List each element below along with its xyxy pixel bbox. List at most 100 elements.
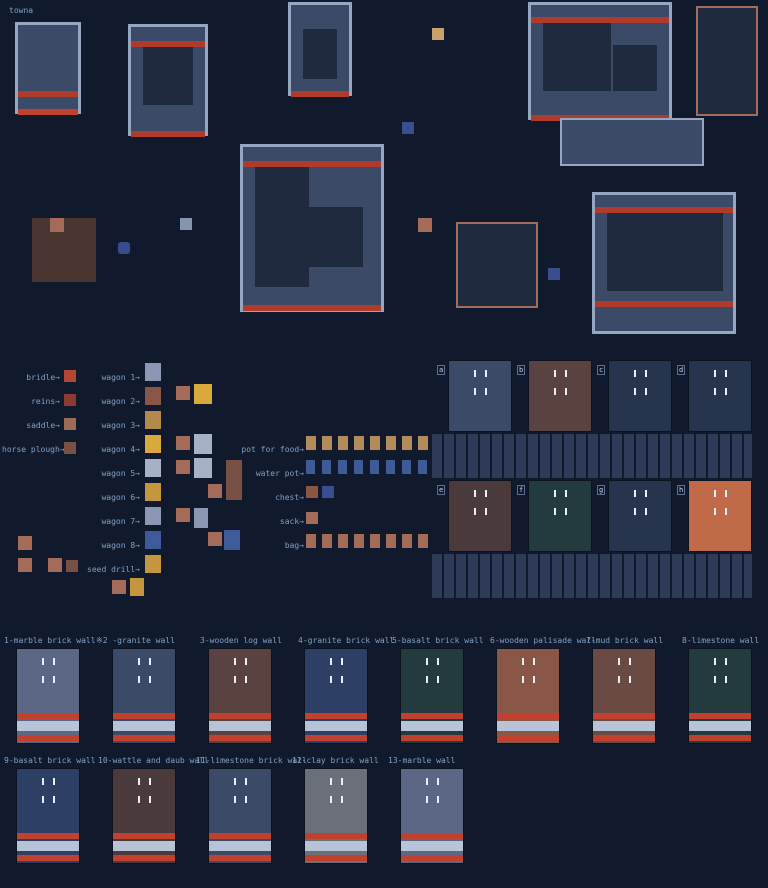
tile-letter-d: d	[677, 365, 686, 375]
wall-label-5: 5-basalt brick wall	[392, 636, 484, 645]
wall-label-1: 1-marble brick wall	[4, 636, 96, 645]
tile-letter-f: f	[517, 485, 526, 495]
window-slot	[634, 508, 636, 515]
window-slot	[629, 676, 631, 683]
window-slot	[138, 676, 140, 683]
window-slot	[725, 676, 727, 683]
window-slot	[714, 658, 716, 665]
wall-label-3: 3-wooden log wall	[200, 636, 282, 645]
deer-sprite-2	[418, 218, 432, 232]
wall-label-11: 11-limestone brick wall	[196, 756, 307, 765]
window-slot	[565, 370, 567, 377]
bag-sprites	[306, 534, 434, 548]
deer-sprite-3	[18, 536, 32, 550]
window-slot	[634, 370, 636, 377]
saddle-sprite	[64, 418, 76, 430]
window-slot	[138, 796, 140, 803]
window-slot	[149, 796, 151, 803]
window-slot	[53, 658, 55, 665]
window-slot	[485, 490, 487, 497]
villager-sprite-4	[548, 268, 560, 280]
window-slot	[245, 796, 247, 803]
window-slot	[565, 508, 567, 515]
window-slot	[565, 388, 567, 395]
wall-sample-10	[112, 768, 176, 864]
window-slot	[485, 508, 487, 515]
wall-label-13: 13-marble wall	[388, 756, 456, 765]
window-slot	[234, 796, 236, 803]
animal-pen	[456, 222, 538, 308]
deer-wagon-5	[176, 508, 190, 522]
chest-sprite	[306, 486, 318, 498]
window-slot	[533, 676, 535, 683]
window-slot	[474, 388, 476, 395]
villager-sprite-3	[432, 28, 444, 40]
deer-sprite	[50, 218, 64, 232]
reins-sprite	[64, 394, 76, 406]
label-wagon-1: wagon 1→	[101, 373, 140, 382]
label-wagon-4: wagon 4→	[101, 445, 140, 454]
window-slot	[714, 490, 716, 497]
window-slot	[330, 658, 332, 665]
tile-letter-g: g	[597, 485, 606, 495]
wall-label-9: 9-basalt brick wall	[4, 756, 96, 765]
wagon-2-sprite	[145, 387, 161, 405]
corridor	[560, 118, 704, 166]
cart-sprite-7	[130, 578, 144, 596]
wagon-7-sprite	[145, 507, 161, 525]
tile-letter-h: h	[677, 485, 686, 495]
wall-sample-1	[16, 648, 80, 744]
label-chest: chest→	[275, 493, 304, 502]
plough-sprite	[64, 442, 76, 454]
cart-sprite-1	[194, 384, 212, 404]
cart-sprite-5	[194, 508, 208, 528]
wagon-5-sprite	[145, 459, 161, 477]
window-slot	[42, 778, 44, 785]
window-slot	[634, 490, 636, 497]
window-slot	[522, 658, 524, 665]
villager-sprite	[118, 242, 130, 254]
window-slot	[485, 388, 487, 395]
wagon-4-sprite	[145, 435, 161, 453]
wall-sample-8	[688, 648, 752, 744]
deer-wagon-4	[208, 484, 222, 498]
window-slot	[437, 796, 439, 803]
tileset-b: b	[517, 360, 592, 432]
sack-sprite	[306, 512, 318, 524]
window-slot	[245, 676, 247, 683]
wagon-3-sprite	[145, 411, 161, 429]
cart-sprite-6	[224, 530, 240, 550]
wall-label-4: 4-granite brick wall	[298, 636, 395, 645]
wall-label-8: 8-limestone wall	[682, 636, 760, 645]
tileset-f: f	[517, 480, 592, 552]
deer-sprite-4	[18, 558, 32, 572]
window-slot	[426, 796, 428, 803]
label-wagon-6: wagon 6→	[101, 493, 140, 502]
deer-wagon-7	[112, 580, 126, 594]
label-wagon-5: wagon 5→	[101, 469, 140, 478]
wall-sample-13	[400, 768, 464, 864]
window-slot	[234, 658, 236, 665]
chest-keeper-sprite	[322, 486, 334, 498]
deer-wagon-2	[176, 436, 190, 450]
label-bridle: bridle→	[26, 373, 60, 382]
label-pot-food: pot for food→	[241, 445, 304, 454]
window-slot	[234, 778, 236, 785]
window-slot	[645, 490, 647, 497]
villager-sprite-2	[402, 122, 414, 134]
window-slot	[714, 370, 716, 377]
building-a	[15, 22, 81, 115]
window-slot	[618, 658, 620, 665]
window-slot	[522, 676, 524, 683]
window-slot	[725, 508, 727, 515]
wall-sample-7	[592, 648, 656, 744]
cart-sprite-3	[194, 458, 212, 478]
map-title: towna	[9, 6, 34, 15]
window-slot	[554, 490, 556, 497]
window-slot	[426, 676, 428, 683]
label-sack: sack→	[279, 517, 304, 526]
tile-letter-a: a	[437, 365, 446, 375]
window-slot	[565, 490, 567, 497]
window-slot	[714, 508, 716, 515]
window-slot	[330, 676, 332, 683]
